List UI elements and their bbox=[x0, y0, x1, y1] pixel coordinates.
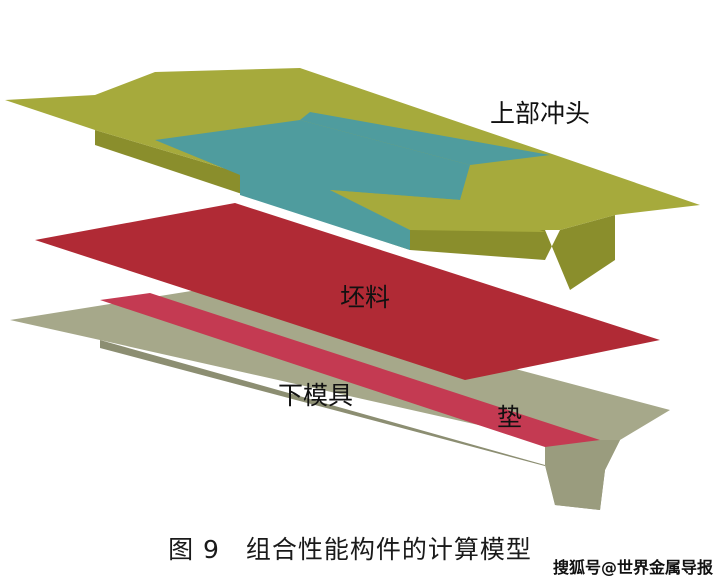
label-blank: 坯料 bbox=[340, 283, 391, 312]
upper-punch bbox=[5, 68, 700, 290]
label-lower-die: 下模具 bbox=[278, 381, 354, 410]
label-pad: 垫 bbox=[497, 403, 523, 432]
figure-caption: 图 9 组合性能构件的计算模型 bbox=[168, 535, 532, 564]
label-upper-punch: 上部冲头 bbox=[490, 99, 591, 128]
pad bbox=[100, 293, 600, 447]
blank-sheet bbox=[35, 203, 660, 380]
watermark: 搜狐号@世界金属导报 bbox=[552, 558, 713, 577]
